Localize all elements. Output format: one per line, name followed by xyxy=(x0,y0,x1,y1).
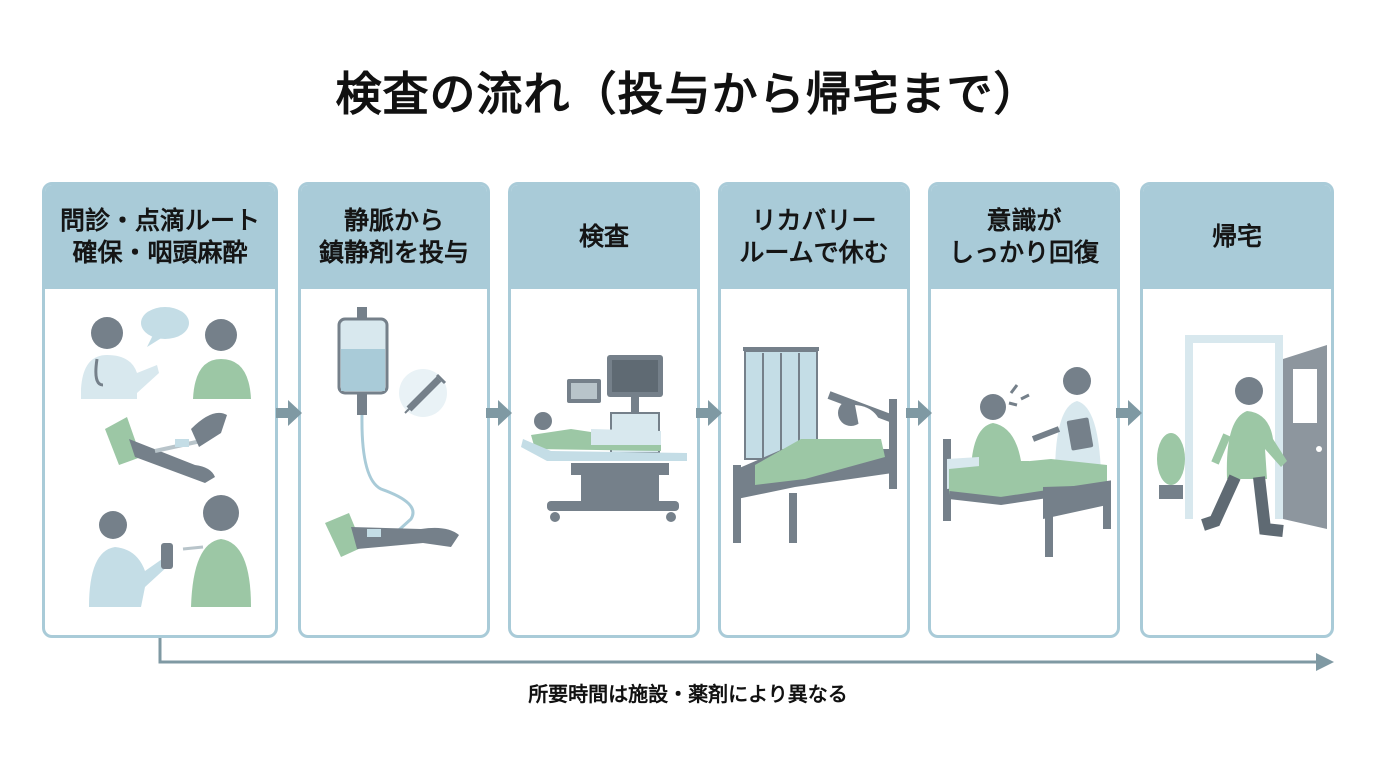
awake-patient-illustration xyxy=(943,367,1111,557)
timeline-arrow xyxy=(158,638,1334,671)
step-header: 検査 xyxy=(511,185,697,289)
iv-drip-illustration xyxy=(325,307,459,557)
step-home: 帰宅 xyxy=(1140,182,1334,638)
step-interview: 問診・点滴ルート 確保・咽頭麻酔 xyxy=(42,182,278,638)
patient-icon xyxy=(531,412,661,451)
curtain-icon xyxy=(743,347,819,460)
nurse-icon xyxy=(1031,367,1101,475)
recovery-illustration xyxy=(733,347,897,543)
going-home-illustration xyxy=(1157,335,1327,537)
step-examination: 検査 xyxy=(508,182,700,638)
step-label: 帰宅 xyxy=(1211,222,1262,251)
speech-lines-icon xyxy=(1008,384,1030,407)
duration-note: 所要時間は施設・薬剤により異なる xyxy=(528,682,848,706)
step-label: 検査 xyxy=(578,222,629,251)
bed-icon xyxy=(943,439,1111,557)
arrow-icon xyxy=(1116,400,1142,426)
bed-icon xyxy=(733,391,897,543)
walking-person-icon xyxy=(1201,377,1287,537)
arrow-icon xyxy=(696,400,722,426)
step-recovery: リカバリー ルームで休む xyxy=(718,182,910,638)
monitor-icon xyxy=(567,355,663,413)
exam-bed-illustration xyxy=(521,355,687,522)
iv-bag-icon xyxy=(337,307,389,415)
syringe-icon xyxy=(399,369,447,417)
arrow-icon xyxy=(906,400,932,426)
arrow-icon xyxy=(486,400,512,426)
step-label: 静脈から 鎮静剤を投与 xyxy=(318,206,469,267)
throat-spray-icon xyxy=(89,495,251,607)
iv-arm-icon xyxy=(105,412,227,483)
exam-bed-icon xyxy=(521,439,687,522)
step-header: 意識が しっかり回復 xyxy=(931,185,1117,289)
speech-bubble-icon xyxy=(141,307,189,347)
step-consciousness: 意識が しっかり回復 xyxy=(928,182,1120,638)
arrow-icon xyxy=(276,400,302,426)
step-header: 静脈から 鎮静剤を投与 xyxy=(301,185,487,289)
doctor-icon xyxy=(81,317,159,399)
step-label: リカバリー ルームで休む xyxy=(739,206,889,267)
step-header: 問診・点滴ルート 確保・咽頭麻酔 xyxy=(45,185,275,289)
interview-illustration xyxy=(81,307,251,607)
step-label: 意識が しっかり回復 xyxy=(948,206,1099,267)
step-header: リカバリー ルームで休む xyxy=(721,185,907,289)
step-label: 問診・点滴ルート 確保・咽頭麻酔 xyxy=(59,206,260,267)
page-title: 検査の流れ（投与から帰宅まで） xyxy=(335,67,1041,121)
step-header: 帰宅 xyxy=(1143,185,1331,289)
door-icon xyxy=(1185,335,1327,529)
step-sedation: 静脈から 鎮静剤を投与 xyxy=(298,182,490,638)
arm-icon xyxy=(325,513,459,557)
sitting-patient-icon xyxy=(971,394,1029,471)
patient-icon xyxy=(193,319,251,399)
plant-icon xyxy=(1157,433,1185,499)
